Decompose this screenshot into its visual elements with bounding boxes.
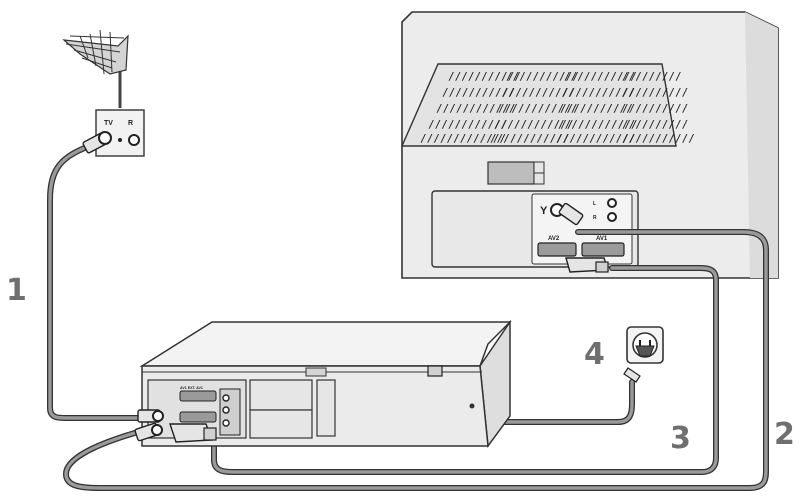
svg-text:///////////: ///////////	[564, 70, 637, 83]
svg-text:////////////: ////////////	[556, 132, 635, 145]
cable-2-plug-tv	[558, 202, 584, 226]
wall-plate-radio-label: R	[128, 120, 133, 127]
svg-text:////////////: ////////////	[428, 118, 507, 131]
vcr-scart-label: AV1 EXT. AV1	[180, 386, 203, 390]
tv-vent-grille: ////////////////////////////////////////…	[420, 70, 695, 145]
tv-scart-av1-label: AV1	[596, 236, 608, 242]
svg-text:////////////: ////////////	[494, 118, 573, 131]
mains-socket	[623, 326, 664, 383]
tv-audio-right-socket	[607, 212, 617, 222]
svg-text://///////: /////////	[622, 70, 682, 83]
svg-text:///////////: ///////////	[448, 70, 521, 83]
tv-scart-av1-socket	[581, 242, 625, 257]
wall-plate-radio-socket	[128, 134, 140, 146]
svg-text://///////////: /////////////	[420, 132, 506, 145]
cable-3-plug-vcr	[169, 423, 217, 443]
svg-text:///////////: ///////////	[502, 86, 575, 99]
cable-3-plug-tv	[565, 257, 609, 273]
wall-plate-tv-label: TV	[104, 120, 113, 127]
svg-text:///////////: ///////////	[622, 132, 695, 145]
svg-text:////////////: ////////////	[498, 102, 577, 115]
step-2-label: 2	[774, 417, 795, 452]
tv-scart-av2-label: AV2	[548, 236, 560, 242]
cable-4-plug-vcr	[427, 365, 443, 377]
svg-text:///////////: ///////////	[442, 86, 515, 99]
svg-text:////////////: ////////////	[558, 118, 637, 131]
tv-audio-left-label: L	[593, 201, 596, 207]
svg-text://////////: //////////	[622, 118, 688, 131]
cable-2-plug-vcr	[134, 422, 163, 442]
svg-text:///////////: ///////////	[562, 86, 635, 99]
aerial	[62, 29, 129, 108]
tv-scart-av2-socket	[537, 242, 577, 257]
tv-audio-left-socket	[607, 198, 617, 208]
svg-text:///////////: ///////////	[560, 102, 633, 115]
step-1-label: 1	[6, 273, 27, 308]
cable-1-plug-vcr	[137, 409, 164, 423]
vcr: AV1 EXT. AV1	[139, 319, 512, 449]
tv-audio-right-label: R	[593, 215, 597, 221]
svg-text://////////: //////////	[622, 102, 688, 115]
svg-text:////////////: ////////////	[436, 102, 515, 115]
cable-1-plug-wall	[82, 131, 112, 154]
step-3-label: 3	[670, 421, 691, 456]
svg-text://////////: //////////	[622, 86, 688, 99]
svg-text:///////////: ///////////	[506, 70, 579, 83]
tv-aerial-symbol: Y	[540, 205, 548, 217]
television: ////////////////////////////////////////…	[400, 11, 779, 279]
svg-text:////////////: ////////////	[490, 132, 569, 145]
step-4-label: 4	[584, 337, 605, 372]
